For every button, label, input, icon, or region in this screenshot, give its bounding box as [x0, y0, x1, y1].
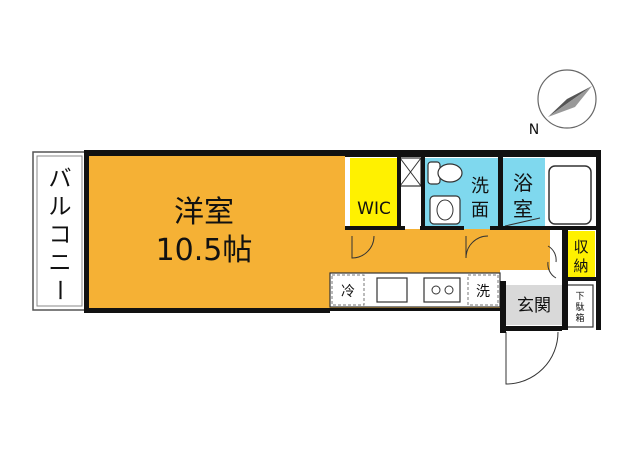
balcony-char: コ — [49, 222, 72, 248]
western-room-name: 洋室 — [174, 195, 234, 230]
washer-space — [467, 274, 499, 306]
fridge-label: 冷 — [341, 284, 355, 300]
corridor-floor — [345, 229, 550, 270]
compass: N — [529, 69, 597, 138]
balcony-rail — [36, 155, 83, 307]
burner — [444, 285, 454, 295]
balcony-char: ー — [46, 279, 72, 302]
sink — [376, 277, 408, 303]
bath-door — [504, 217, 541, 227]
western-room-floor — [88, 153, 345, 310]
wic-door — [351, 235, 375, 259]
storage-room — [568, 231, 595, 277]
western-room-size: 10.5帖 — [156, 233, 253, 268]
washer-label: 洗 — [476, 284, 490, 300]
shoe-box-label-2: 駄 — [575, 301, 584, 313]
burner — [431, 285, 441, 295]
stove — [423, 277, 461, 303]
storage-door — [547, 245, 557, 279]
washroom-label-1: 洗 — [471, 176, 489, 197]
balcony-char: ル — [49, 194, 72, 220]
shoe-box-label-1: 下 — [575, 292, 584, 302]
storage-label-2: 納 — [573, 257, 588, 275]
entrance-label: 玄関 — [517, 296, 551, 316]
entrance-door — [505, 331, 559, 385]
shelf-cross — [399, 157, 422, 187]
balcony-char: バ — [49, 166, 72, 192]
walls — [84, 150, 601, 333]
bathtub — [548, 165, 592, 225]
wash-basin-bowl — [436, 199, 454, 221]
washroom-label-2: 面 — [471, 200, 489, 221]
balcony-area — [32, 151, 87, 311]
wic-label: WIC — [357, 199, 391, 219]
bath-label-1: 浴 — [513, 171, 533, 195]
wic-room — [350, 158, 398, 229]
compass-needle-tail-icon — [548, 86, 592, 117]
balcony-char: ニ — [49, 250, 72, 276]
fridge-space — [331, 274, 365, 306]
bath-label-2: 室 — [513, 197, 533, 221]
shoe-box-label-3: 箱 — [575, 312, 584, 324]
compass-north-label: N — [529, 122, 539, 138]
entrance-area — [506, 285, 562, 325]
washroom-door — [465, 235, 489, 259]
storage-label-1: 収 — [573, 238, 588, 256]
toilet-bowl — [437, 163, 463, 183]
washroom-area — [464, 158, 500, 229]
balcony-label: バ ル コ ニ ー — [46, 166, 72, 302]
bath-room — [503, 158, 545, 229]
